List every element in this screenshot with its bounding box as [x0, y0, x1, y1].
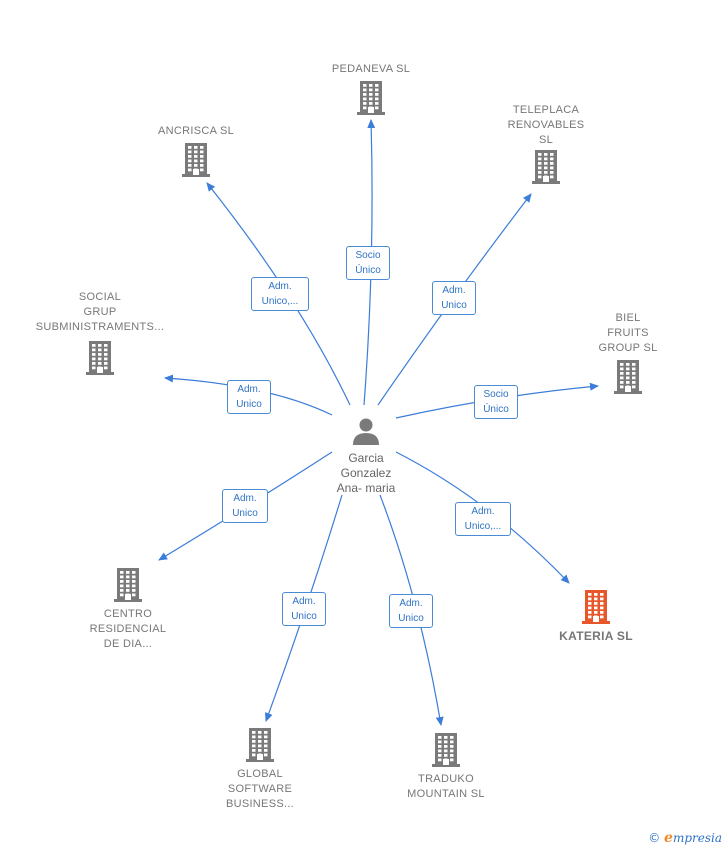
building-icon [86, 341, 114, 380]
node-traduko[interactable]: TRADUKO MOUNTAIN SL [386, 733, 506, 802]
center-person[interactable]: Garcia Gonzalez Ana- maria [316, 416, 416, 496]
brand-initial: e [664, 830, 673, 846]
building-icon [182, 143, 210, 182]
person-icon [351, 416, 381, 451]
edge-label-kateria[interactable]: Adm. Unico,... [455, 502, 511, 536]
building-icon [582, 590, 610, 629]
building-icon [432, 733, 460, 772]
node-biel-label: BIEL FRUITS GROUP SL [598, 312, 658, 354]
copyright-symbol: © [648, 831, 661, 845]
building-icon [357, 81, 385, 120]
edge-label-ancrisca[interactable]: Adm. Unico,... [251, 277, 309, 311]
edge-label-teleplaca[interactable]: Adm. Unico [432, 281, 476, 315]
footer-brand[interactable]: © empresia [648, 830, 722, 846]
node-social[interactable]: SOCIAL GRUP SUBMINISTRAMENTS... [20, 290, 180, 380]
edge-label-centro[interactable]: Adm. Unico [222, 489, 268, 523]
node-pedaneva-label: PEDANEVA SL [331, 63, 411, 75]
brand-name: mpresia [672, 831, 722, 845]
building-icon [614, 360, 642, 399]
building-icon [532, 150, 560, 189]
edge-label-social[interactable]: Adm. Unico [227, 380, 271, 414]
edge-label-pedaneva[interactable]: Socio Único [346, 246, 390, 280]
node-social-label: SOCIAL GRUP SUBMINISTRAMENTS... [35, 291, 165, 333]
node-global[interactable]: GLOBAL SOFTWARE BUSINESS... [200, 728, 320, 812]
node-kateria[interactable]: KATERIA SL [536, 590, 656, 644]
node-teleplaca[interactable]: TELEPLACA RENOVABLES SL [486, 103, 606, 189]
node-teleplaca-label: TELEPLACA RENOVABLES SL [507, 104, 585, 146]
edge-label-global[interactable]: Adm. Unico [282, 592, 326, 626]
edge-label-biel[interactable]: Socio Único [474, 385, 518, 419]
node-global-label: GLOBAL SOFTWARE BUSINESS... [225, 768, 295, 810]
node-kateria-label: KATERIA SL [559, 629, 633, 643]
node-traduko-label: TRADUKO MOUNTAIN SL [407, 773, 485, 800]
node-ancrisca[interactable]: ANCRISCA SL [136, 124, 256, 182]
building-icon [246, 728, 274, 767]
node-pedaneva[interactable]: PEDANEVA SL [311, 62, 431, 120]
edge-label-traduko[interactable]: Adm. Unico [389, 594, 433, 628]
node-biel[interactable]: BIEL FRUITS GROUP SL [578, 311, 678, 399]
node-centro-label: CENTRO RESIDENCIAL DE DIA... [89, 608, 167, 650]
node-centro[interactable]: CENTRO RESIDENCIAL DE DIA... [68, 568, 188, 652]
center-person-label: Garcia Gonzalez Ana- maria [336, 451, 396, 495]
building-icon [114, 568, 142, 607]
node-ancrisca-label: ANCRISCA SL [157, 125, 235, 137]
